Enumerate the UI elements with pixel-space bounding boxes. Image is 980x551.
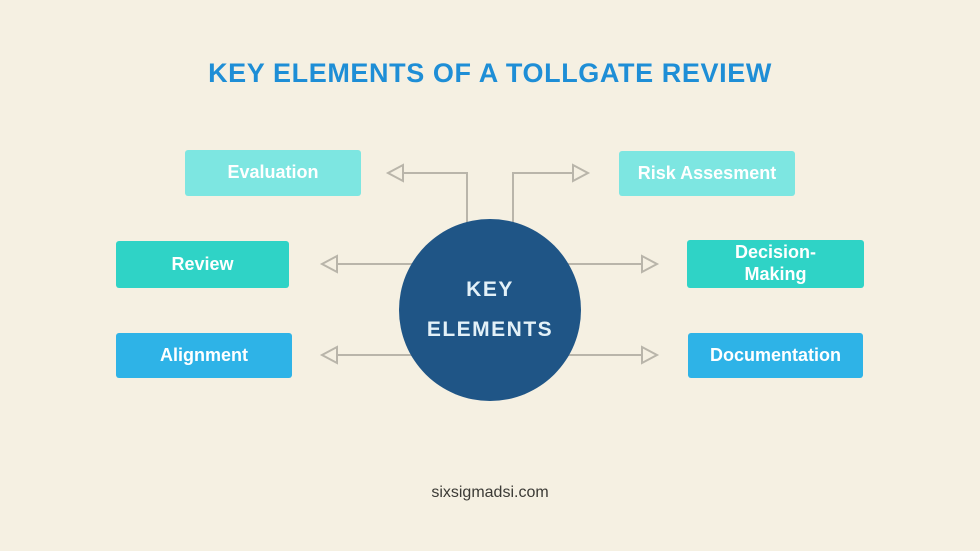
box-documentation: Documentation: [688, 333, 863, 378]
center-circle-label-line1: KEY: [466, 278, 514, 301]
box-decision-making-label: Decision- Making: [734, 242, 817, 284]
box-risk-assesment: Risk Assesment: [619, 151, 795, 196]
box-alignment: Alignment: [116, 333, 292, 378]
box-evaluation-label: Evaluation: [227, 162, 319, 183]
box-alignment-label: Alignment: [160, 344, 248, 365]
box-review-label: Review: [171, 253, 234, 274]
center-circle: KEY ELEMENTS: [399, 219, 581, 401]
page-title: KEY ELEMENTS OF A TOLLGATE REVIEW: [208, 58, 772, 88]
box-decision-making: Decision- Making: [687, 240, 864, 288]
box-evaluation: Evaluation: [185, 150, 361, 196]
arrow-evaluation: [385, 163, 468, 226]
arrow-risk-assesment: [512, 163, 591, 226]
box-risk-assesment-label: Risk Assesment: [637, 162, 777, 183]
box-review: Review: [116, 241, 289, 288]
center-circle-label-line2: ELEMENTS: [426, 318, 554, 341]
box-documentation-label: Documentation: [709, 344, 841, 365]
website-credit: sixsigmadsi.com: [431, 484, 549, 501]
